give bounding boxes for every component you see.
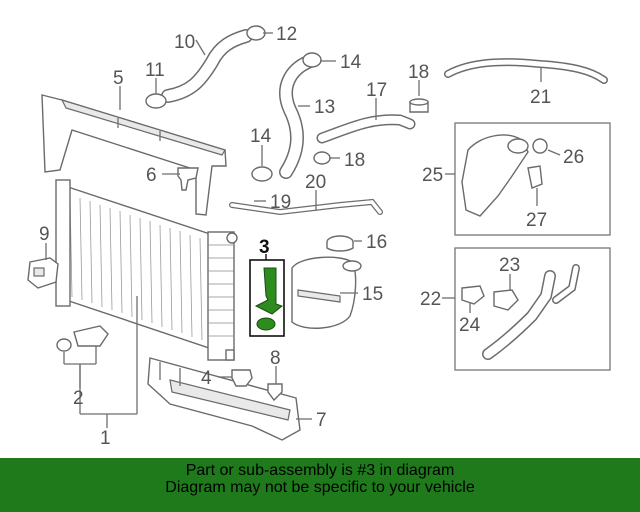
callout-13: 13 xyxy=(314,97,335,118)
callout-11: 11 xyxy=(145,60,165,81)
callout-19: 19 xyxy=(270,192,291,213)
callout-26: 26 xyxy=(563,147,584,168)
leader-lines xyxy=(45,32,561,428)
radiator xyxy=(55,179,238,361)
callout-6: 6 xyxy=(146,165,157,186)
hose-17 xyxy=(316,114,416,144)
clamp-14a xyxy=(302,52,322,68)
parts-diagram: 1 2 3 4 5 6 7 8 9 10 11 12 13 14 14 15 1… xyxy=(27,24,611,449)
callout-23: 23 xyxy=(499,255,520,276)
callout-3: 3 xyxy=(259,237,270,258)
callout-17: 17 xyxy=(366,80,387,101)
callout-9: 9 xyxy=(39,224,50,245)
pipe-21 xyxy=(444,58,608,84)
callout-15: 15 xyxy=(362,284,383,305)
callout-18b: 18 xyxy=(344,150,365,171)
hose-10 xyxy=(161,29,253,103)
air-deflector xyxy=(147,357,301,441)
sensor-9 xyxy=(27,257,59,289)
grommet-4 xyxy=(231,369,253,387)
callout-12: 12 xyxy=(276,24,297,45)
callout-16: 16 xyxy=(366,232,387,253)
thermostat-panel xyxy=(454,122,611,236)
highlighted-part-3 xyxy=(249,254,285,337)
bolt-6 xyxy=(177,167,199,191)
clip-8 xyxy=(267,383,283,402)
callout-2: 2 xyxy=(73,388,84,409)
callout-25: 25 xyxy=(422,165,443,186)
sensor-2 xyxy=(56,325,109,352)
callout-18a: 18 xyxy=(408,62,429,83)
callout-8: 8 xyxy=(270,348,281,369)
callout-7: 7 xyxy=(316,410,327,431)
callout-4: 4 xyxy=(201,368,212,389)
clamp-18b xyxy=(313,151,331,165)
reservoir-cap xyxy=(326,235,354,252)
callout-1: 1 xyxy=(100,428,111,449)
info-banner: Part or sub-assembly is #3 in diagram Di… xyxy=(0,458,640,512)
cap-18a xyxy=(409,98,429,113)
callout-22: 22 xyxy=(420,289,441,310)
hose-13 xyxy=(279,55,315,179)
banner-line-disclaimer: Diagram may not be specific to your vehi… xyxy=(165,479,475,496)
banner-line-part: Part or sub-assembly is #3 in diagram xyxy=(185,462,455,479)
clamp-12 xyxy=(246,25,266,41)
upper-radiator-support xyxy=(41,94,227,216)
coolant-reservoir xyxy=(291,256,362,329)
callout-14a: 14 xyxy=(340,52,362,73)
callout-20: 20 xyxy=(305,172,326,193)
callout-14b: 14 xyxy=(250,126,272,147)
clamp-11 xyxy=(145,93,167,109)
callout-5: 5 xyxy=(113,68,124,89)
pipe-19 xyxy=(229,198,383,216)
callout-24: 24 xyxy=(459,315,481,336)
callout-10: 10 xyxy=(174,32,195,53)
callout-21: 21 xyxy=(530,87,551,108)
clamp-14b xyxy=(251,166,273,182)
callout-27: 27 xyxy=(526,210,547,231)
outlet-panel xyxy=(454,247,611,371)
